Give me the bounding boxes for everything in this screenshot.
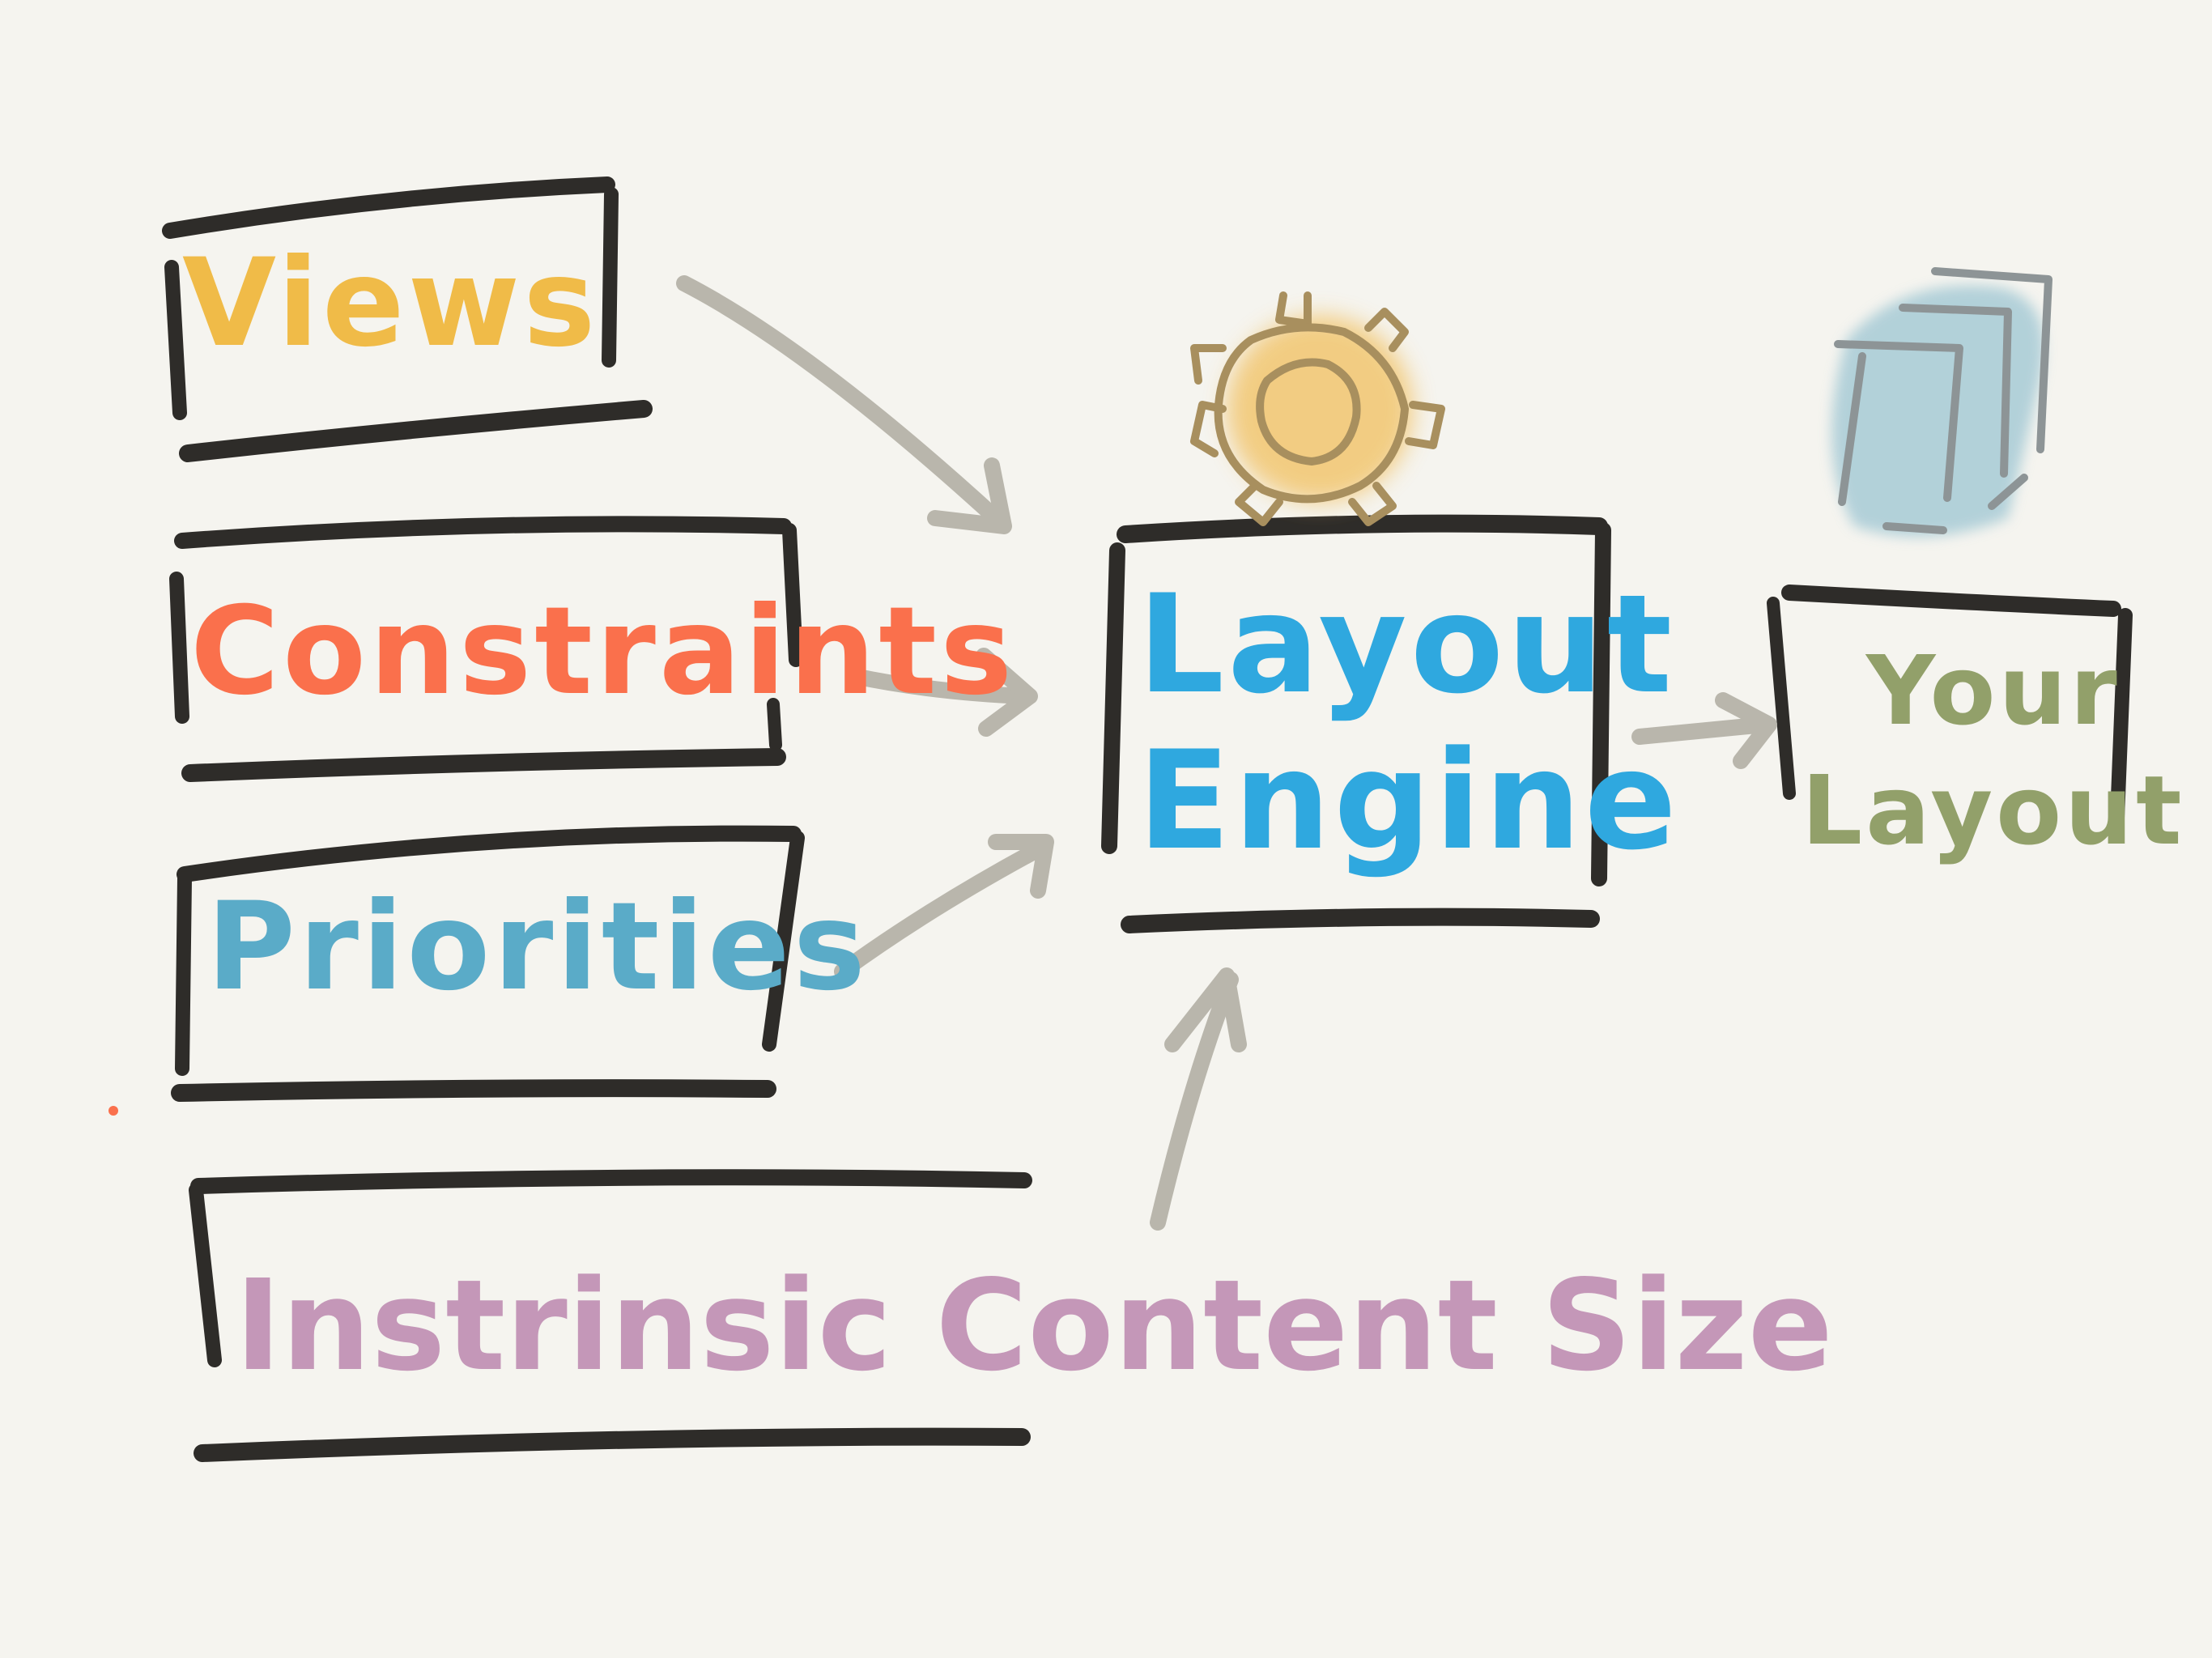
intrinsic-box [189,1169,1032,1462]
constraints-box [169,516,803,782]
arrow-intrinsic-head [1164,967,1247,1052]
output-box [1767,585,2133,825]
views-label: Views [182,233,599,374]
arrow-views-to-engine [676,275,1004,526]
arrows [676,275,1777,1231]
priorities-box [171,825,805,1102]
arrow-priorities-head [988,834,1054,899]
gear-icon [1190,291,1445,526]
arrow-output-head [1715,692,1777,769]
intrinsic-content-size-label: Instrinsic Content Size [235,1252,1833,1399]
arrow-constraints-to-engine [846,668,1032,704]
arrow-engine-to-output [1631,716,1773,745]
arrow-views-head [927,457,1012,534]
layout-engine-label: Layout Engine [1138,565,1680,881]
arrow-constraints-head [976,648,1038,737]
constraints-label: Constraints [190,581,1016,722]
priorities-label: Priorities [206,877,869,1018]
your-layout-label: Your Layout [1802,635,2185,866]
layout-pages-icon [1831,267,2052,537]
views-box [162,176,653,462]
stray-dot [108,1106,118,1116]
arrow-priorities-to-engine [834,838,1053,980]
arrow-intrinsic-to-engine [1150,971,1239,1231]
